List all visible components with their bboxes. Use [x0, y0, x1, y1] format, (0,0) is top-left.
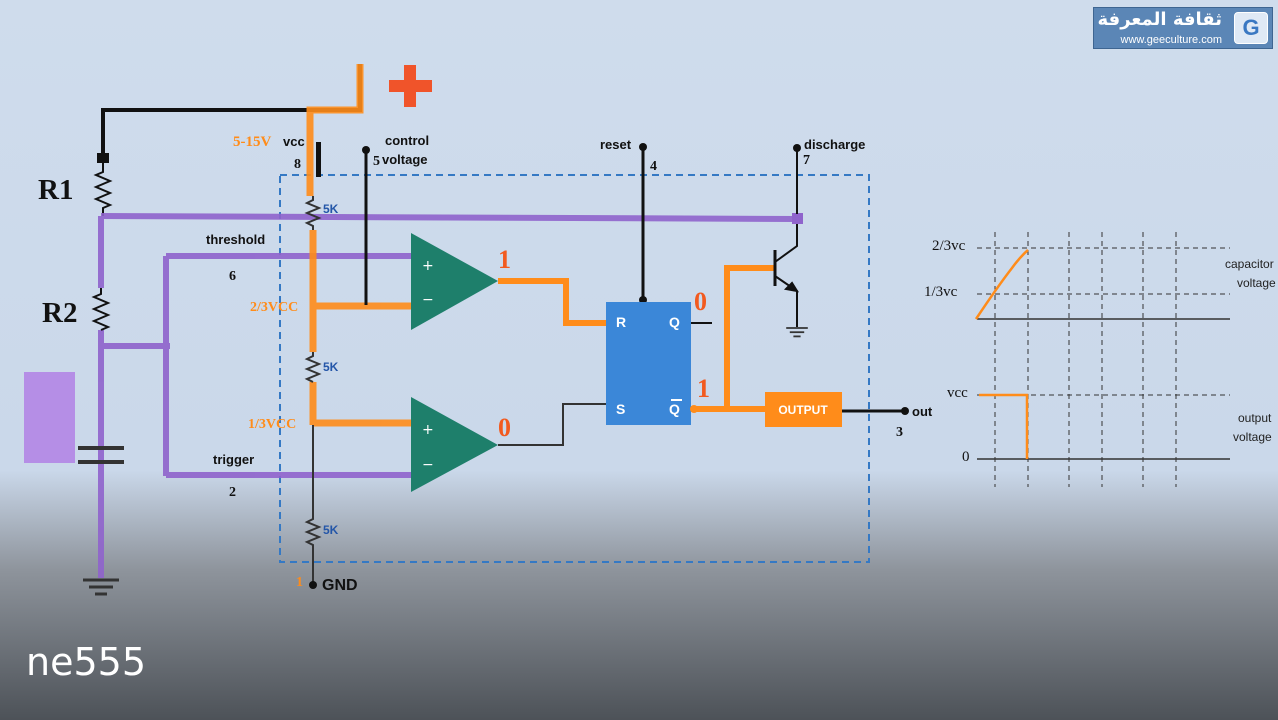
trigger-label: trigger: [213, 452, 254, 467]
internal-resistor-1: [304, 196, 322, 230]
video-caption: ne555: [26, 640, 146, 684]
lower-comparator-value: 0: [498, 413, 511, 442]
transistor-ground-icon: [785, 327, 809, 338]
geeculture-logo: ثقافة المعرفة www.geeculture.com G: [1093, 7, 1273, 49]
timing-grid: [977, 232, 1230, 487]
reset-label: reset: [600, 137, 632, 152]
purple-wiring: [98, 213, 798, 578]
logo-url-text: www.geeculture.com: [1120, 34, 1223, 46]
internal-resistor-1-label: 5K: [323, 202, 339, 216]
flip-flop-qbar-label: Q: [669, 401, 680, 417]
internal-resistor-2-label: 5K: [323, 360, 339, 374]
r2-resistor: [91, 288, 111, 331]
internal-resistor-3-label: 5K: [323, 523, 339, 537]
qbar-node: [690, 405, 698, 413]
upper-reference-label: 2/3VCC: [250, 300, 298, 315]
flip-flop-r-label: R: [616, 314, 626, 330]
discharge-label: discharge: [804, 137, 865, 152]
flip-flop-q-label: Q: [669, 314, 680, 330]
q-bar-value: 1: [697, 374, 710, 403]
timing-label-two-thirds: 2/3vc: [932, 238, 966, 254]
out-pin-number: 3: [896, 425, 903, 440]
gnd-label: GND: [322, 577, 358, 594]
lower-comparator-plus: +: [422, 422, 434, 438]
control-label-2: voltage: [382, 152, 428, 167]
internal-resistor-3: [304, 515, 322, 548]
plus-icon: [389, 65, 432, 107]
reset-pin-number: 4: [650, 159, 657, 174]
lower-comparator-output: [498, 403, 606, 446]
output-voltage-label-1: output: [1238, 411, 1272, 425]
logo-arabic-text: ثقافة المعرفة: [1097, 9, 1223, 30]
timing-label-vcc: vcc: [947, 385, 968, 401]
discharge-node: [792, 213, 803, 224]
timing-capacitor: [78, 446, 124, 464]
gnd-pin-dot: [309, 581, 317, 589]
vcc-pin-tab: [316, 142, 321, 177]
vcc-pin-number: 8: [294, 157, 301, 172]
control-pin-number: 5: [373, 154, 380, 169]
reset-pin-dot: [639, 143, 647, 151]
vcc-label: vcc: [283, 134, 305, 149]
out-label: out: [912, 404, 933, 419]
r1-resistor: [93, 163, 113, 216]
out-pin-dot: [901, 407, 909, 415]
flip-flop-s-label: S: [616, 401, 625, 417]
divider-wiring: [306, 64, 412, 427]
upper-comparator: [411, 233, 498, 330]
upper-comparator-value: 1: [498, 245, 511, 274]
trigger-pin-number: 2: [229, 485, 236, 500]
capacitor-voltage-label-2: voltage: [1237, 276, 1276, 290]
ic-outline: [279, 174, 870, 563]
flip-flop: [606, 302, 691, 425]
logo-badge-letter: G: [1242, 15, 1260, 40]
ground-icon: [81, 578, 121, 596]
output-block: [765, 392, 842, 427]
timing-label-zero: 0: [962, 449, 970, 465]
discharge-pin-number: 7: [803, 153, 810, 168]
output-voltage-trace: [979, 393, 1029, 459]
output-block-label: OUTPUT: [778, 403, 828, 417]
logo-badge-icon: G: [1234, 12, 1268, 44]
lower-reference-label: 1/3VCC: [248, 417, 296, 432]
lower-comparator-minus: −: [422, 457, 434, 473]
capacitor-charge-bar: [24, 372, 75, 463]
control-pin-dot: [362, 146, 370, 154]
r1-top-node: [97, 153, 109, 163]
r2-label: R2: [42, 297, 77, 329]
capacitor-voltage-label-1: capacitor: [1225, 257, 1274, 271]
threshold-pin-number: 6: [229, 269, 236, 284]
qbar-wiring: [691, 265, 775, 412]
capacitor-voltage-curve: [974, 249, 1029, 320]
r1-label: R1: [38, 174, 73, 206]
upper-comparator-minus: −: [422, 292, 434, 308]
control-label-1: control: [385, 133, 429, 148]
lower-comparator: [411, 397, 498, 492]
internal-resistor-2: [304, 352, 322, 383]
discharge-transistor: [773, 224, 800, 327]
q-value: 0: [694, 287, 707, 316]
output-voltage-label-2: voltage: [1233, 430, 1272, 444]
gnd-pin-number: 1: [296, 575, 303, 590]
upper-comparator-output: [498, 278, 606, 326]
threshold-label: threshold: [206, 232, 265, 247]
discharge-pin-dot: [793, 144, 801, 152]
supply-range-label: 5-15V: [233, 134, 271, 150]
upper-comparator-plus: +: [422, 258, 434, 274]
timing-label-one-third: 1/3vc: [924, 284, 958, 300]
